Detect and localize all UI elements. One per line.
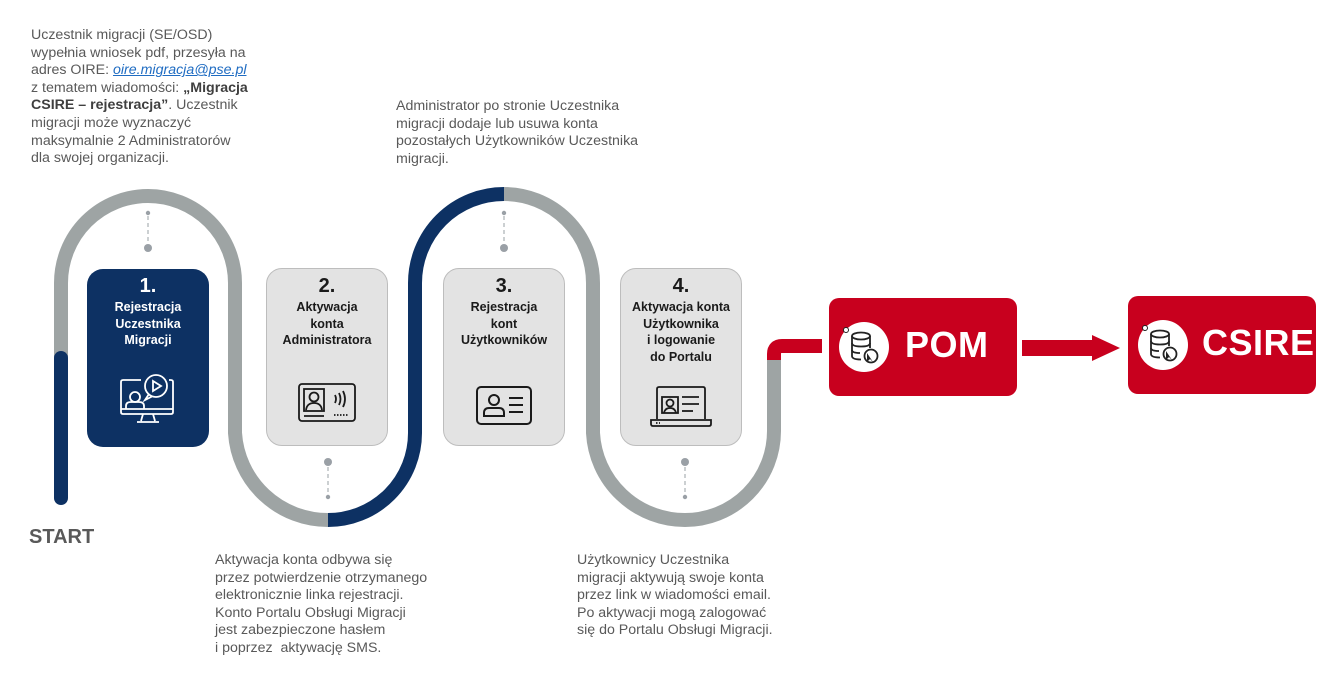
desc-line: i poprzez aktywację SMS. [215, 639, 382, 656]
desc-line: Użytkownicy Uczestnika [577, 552, 730, 568]
desc-line: Administrator po stronie Uczestnika [396, 98, 620, 114]
system-label: POM [905, 324, 989, 365]
step-card-1[interactable]: 1. Rejestracja Uczestnika Migracji [87, 269, 209, 447]
step-title: Aktywacja konta Administratora [282, 300, 372, 347]
path-segment-gray [503, 187, 781, 528]
desc-line: migracji aktywują swoje konta [577, 569, 764, 586]
step-number: 3. [495, 275, 513, 297]
step-number: 2. [318, 275, 336, 297]
step-number: 4. [672, 275, 690, 297]
step-card-3[interactable]: 3. Rejestracja kont Użytkowników [443, 268, 565, 446]
id-card-nfc-icon [298, 383, 356, 422]
desc-text: z tematem wiadomości: [31, 79, 184, 96]
subject-text: „Migracja [183, 79, 248, 96]
step3-description: Administrator po stronie Uczestnika migr… [396, 98, 666, 168]
desc-line: adres OIRE: oire.migracja@pse.pl [31, 62, 281, 80]
desc-line: wypełnia wniosek pdf, przesyła na [31, 44, 246, 61]
desc-line: Aktywacja konta odbywa się [215, 552, 393, 568]
user-card-icon [476, 386, 532, 425]
step-card-2[interactable]: 2. Aktywacja konta Administratora [266, 268, 388, 446]
subject-text: CSIRE – rejestracja” [31, 97, 169, 114]
desc-text: adres OIRE: [31, 62, 114, 79]
system-label: CSIRE [1202, 322, 1315, 363]
step4-description: Użytkownicy Uczestnika migracji aktywują… [577, 552, 827, 640]
desc-line: maksymalnie 2 Administratorów [31, 132, 231, 149]
desc-line: przez link w wiadomości email. [577, 587, 771, 604]
path-segment-navy [327, 187, 505, 527]
step2-description: Aktywacja konta odbywa się przez potwier… [215, 552, 475, 658]
arrow-pom-to-csire [1022, 335, 1120, 361]
desc-text: . Uczestnik [168, 97, 238, 114]
system-icon-badge [839, 322, 889, 372]
laptop-profile-icon [650, 386, 712, 427]
start-label: START [29, 526, 95, 548]
path-segment-red [767, 339, 822, 360]
desc-line: przez potwierdzenie otrzymanego [215, 569, 428, 586]
connector-step1 [144, 210, 152, 252]
desc-line: CSIRE – rejestracja”. Uczestnik [31, 97, 281, 115]
step-card-4[interactable]: 4. Aktywacja konta Użytkownika i logowan… [620, 268, 742, 446]
desc-line: jest zabezpieczone hasłem [215, 622, 386, 639]
step-title: Rejestracja Uczestnika Migracji [114, 300, 182, 347]
database-sync-icon [1142, 325, 1178, 362]
desc-line: dla swojej organizacji. [31, 150, 170, 167]
video-presentation-icon [120, 374, 174, 423]
desc-line: Uczestnik migracji (SE/OSD) [31, 27, 213, 43]
desc-line: z tematem wiadomości: „Migracja [31, 80, 281, 98]
desc-line: Po aktywacji mogą zalogować [577, 604, 767, 621]
desc-line: się do Portalu Obsługi Migracji. [577, 622, 773, 639]
desc-line: pozostałych Użytkowników Uczestnika [396, 133, 639, 150]
desc-line: migracji dodaje lub usuwa konta [396, 115, 598, 132]
desc-line: elektronicznie linka rejestracji. [215, 587, 404, 604]
desc-line: Konto Portalu Obsługi Migracji [215, 604, 406, 621]
system-box-csire[interactable]: CSIRE [1128, 296, 1316, 394]
connector-step2 [324, 458, 332, 500]
step-title: Rejestracja kont Użytkowników [460, 300, 548, 347]
connector-step4 [681, 458, 689, 500]
database-sync-icon [843, 327, 879, 364]
desc-line: migracji może wyznaczyć [31, 114, 192, 131]
email-link[interactable]: oire.migracja@pse.pl [113, 62, 247, 79]
step-number: 1. [139, 275, 157, 297]
path-segment-gray [54, 189, 329, 528]
desc-line: migracji. [396, 150, 449, 167]
step-title: Aktywacja konta Użytkownika i logowanie … [632, 300, 730, 364]
step1-description: Uczestnik migracji (SE/OSD) wypełnia wni… [31, 27, 281, 168]
connector-step3 [500, 210, 508, 252]
system-box-pom[interactable]: POM [829, 298, 1017, 396]
system-icon-badge [1138, 320, 1188, 370]
